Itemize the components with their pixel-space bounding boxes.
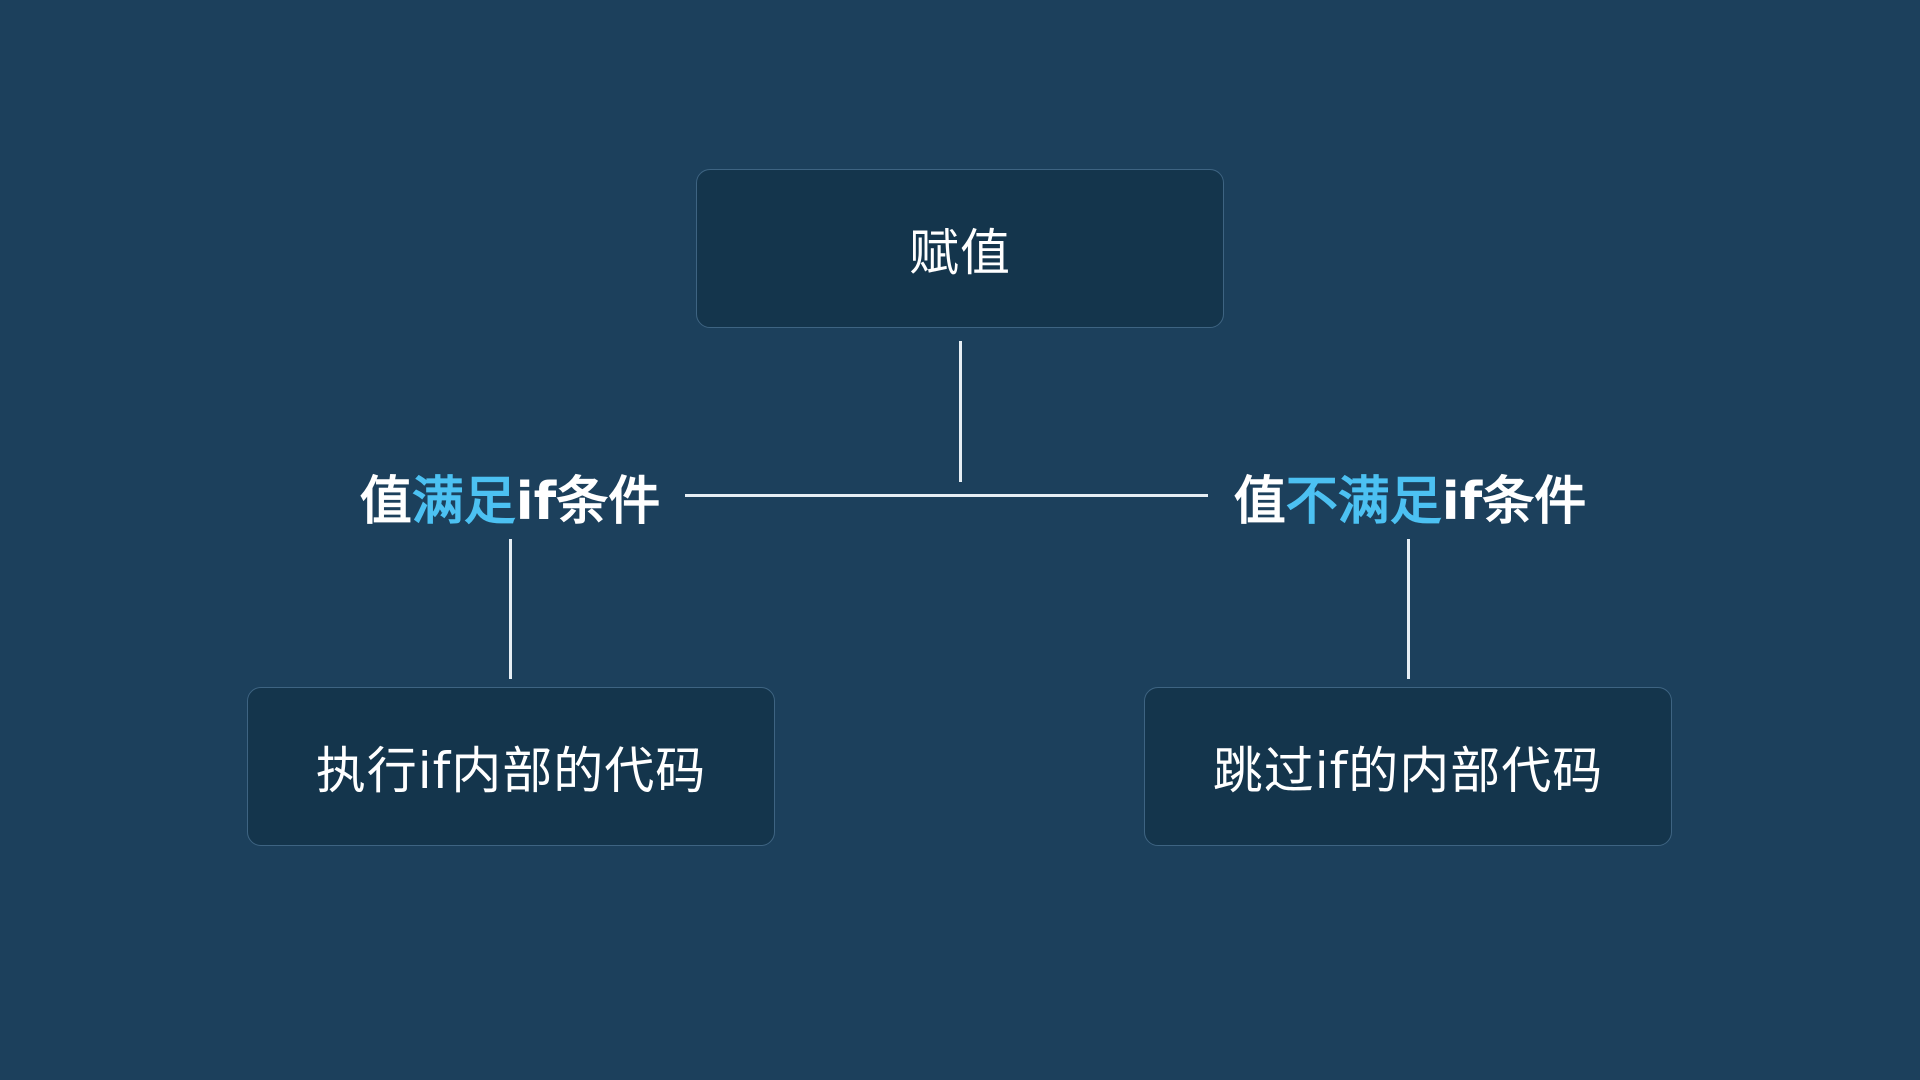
skip-if-node-label: 跳过if的内部代码: [1212, 741, 1604, 800]
condition-false-highlight: 不满足: [1285, 471, 1442, 532]
execute-if-node: 执行if内部的代码: [247, 687, 775, 846]
condition-true-highlight: 满足: [411, 471, 516, 532]
connector-right-vertical: [1407, 539, 1410, 679]
connector-top-vertical: [959, 341, 962, 482]
skip-if-node: 跳过if的内部代码: [1144, 687, 1672, 846]
condition-false-prefix: 值: [1233, 471, 1286, 532]
connector-left-vertical: [509, 539, 512, 679]
connector-horizontal: [685, 494, 1208, 497]
condition-false-suffix: if条件: [1441, 471, 1587, 532]
execute-if-node-label: 执行if内部的代码: [315, 741, 707, 800]
condition-true-suffix: if条件: [515, 471, 661, 532]
assignment-node: 赋值: [696, 169, 1224, 328]
condition-true-prefix: 值: [359, 471, 412, 532]
assignment-node-label: 赋值: [909, 223, 1011, 282]
